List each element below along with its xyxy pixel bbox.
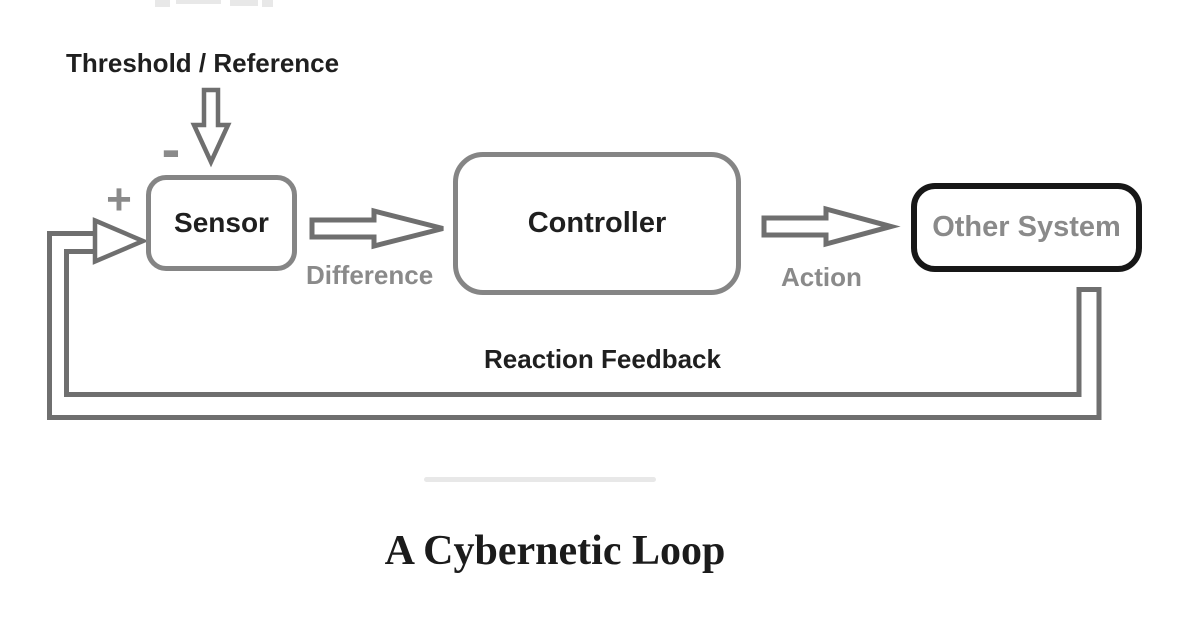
cropped-text-artifact xyxy=(262,0,273,7)
other-system-label: Other System xyxy=(932,211,1121,243)
difference-arrow-icon xyxy=(309,207,444,250)
sensor-node: Sensor xyxy=(146,175,297,271)
action-label: Action xyxy=(781,262,862,292)
feedback-pipe-outer xyxy=(47,231,1102,420)
difference-label: Difference xyxy=(306,260,434,290)
plus-sign: + xyxy=(106,175,132,224)
cropped-text-artifact xyxy=(176,0,221,4)
other-system-node: Other System xyxy=(911,183,1142,272)
controller-node: Controller xyxy=(453,152,741,295)
sensor-label: Sensor xyxy=(174,207,269,238)
down-arrow-icon xyxy=(190,87,232,168)
faint-line-artifact xyxy=(424,477,656,482)
reaction-feedback-label: Reaction Feedback xyxy=(484,344,721,374)
minus-sign: - xyxy=(161,116,181,180)
controller-label: Controller xyxy=(527,207,667,239)
cropped-text-artifact xyxy=(155,0,170,7)
cropped-text-artifact xyxy=(230,0,258,6)
action-arrow-icon xyxy=(761,205,901,248)
threshold-reference-label: Threshold / Reference xyxy=(66,48,340,78)
diagram-title: A Cybernetic Loop xyxy=(384,528,726,574)
feedback-arrowhead-icon xyxy=(92,217,149,265)
feedback-pipe-inner xyxy=(64,249,1082,397)
